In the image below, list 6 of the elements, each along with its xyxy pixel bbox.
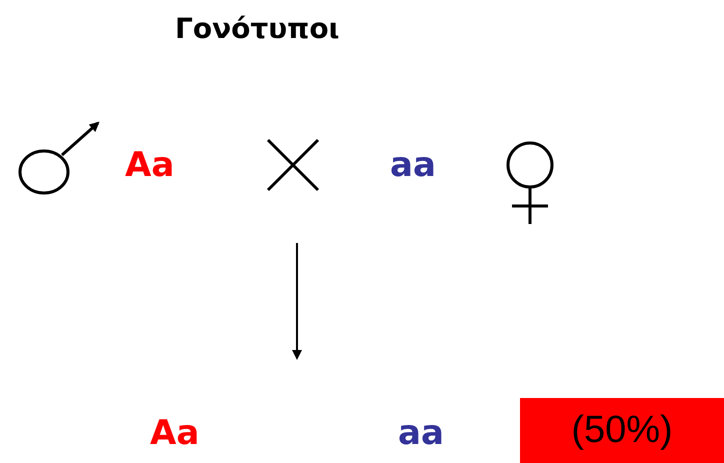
- genotype-label: Aa: [125, 145, 174, 185]
- title: Γονότυποι: [175, 12, 340, 45]
- genotype-label: aa: [398, 413, 444, 453]
- percentage-box: (50%): [520, 398, 724, 463]
- genotype-label: aa: [390, 145, 436, 185]
- genotype-label: Aa: [150, 413, 200, 453]
